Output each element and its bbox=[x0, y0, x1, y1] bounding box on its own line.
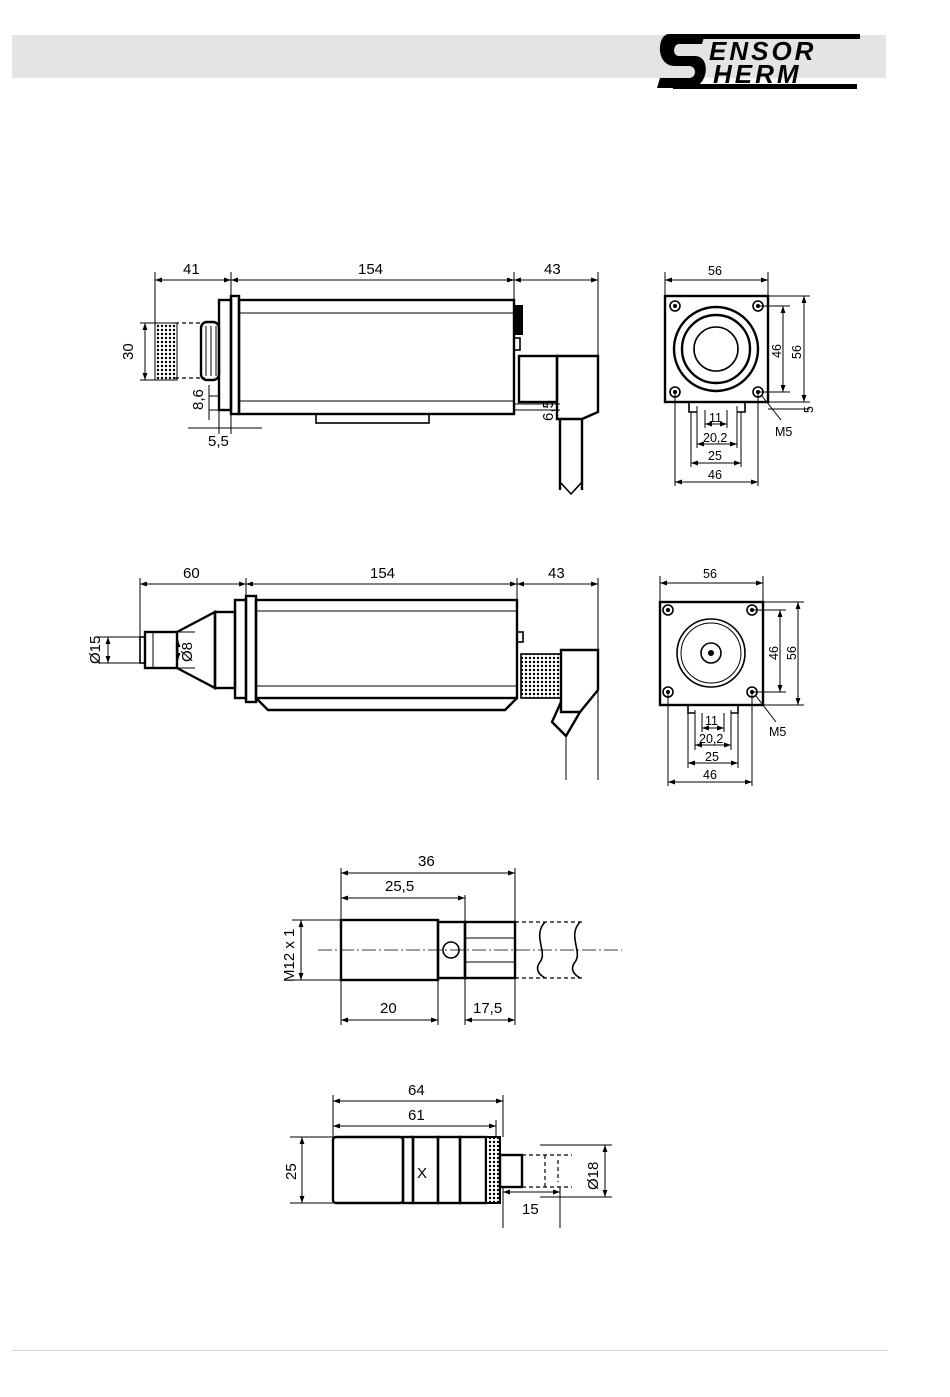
d2f-thread-m5: M5 bbox=[769, 725, 786, 739]
d2-dim-d8: Ø8 bbox=[179, 642, 196, 662]
d1f-dim-5: 5 bbox=[802, 406, 816, 413]
d3-dim-20: 20 bbox=[380, 1000, 397, 1017]
d2-dim-43: 43 bbox=[548, 565, 565, 582]
d1-dim-41: 41 bbox=[183, 261, 200, 278]
d1-dim-6-5: 6,5 bbox=[540, 400, 557, 421]
d2f-dim-46-v: 46 bbox=[767, 646, 781, 660]
d2-dim-d15: Ø15 bbox=[87, 636, 104, 664]
d1-dim-43: 43 bbox=[544, 261, 561, 278]
d1f-thread-m5: M5 bbox=[775, 425, 792, 439]
d4-dim-64: 64 bbox=[408, 1082, 425, 1099]
d1f-dim-56-top: 56 bbox=[708, 264, 722, 278]
d1-dim-154: 154 bbox=[358, 261, 383, 278]
d1f-dim-11: 11 bbox=[709, 411, 722, 425]
drawing1-side-view: 41 154 43 30 bbox=[120, 261, 598, 494]
d1f-dim-46-h: 46 bbox=[708, 468, 722, 482]
d1-dim-30: 30 bbox=[120, 343, 137, 360]
footer-divider bbox=[12, 1350, 888, 1351]
drawing4-d25-sensor: 64 61 X Ø18 25 15 bbox=[283, 1082, 612, 1228]
d1-dim-8-6: 8,6 bbox=[190, 389, 207, 410]
d1f-dim-20-2: 20,2 bbox=[703, 431, 727, 445]
d1f-dim-25: 25 bbox=[708, 449, 722, 463]
drawing2-front-view: 56 46 56 11 20,2 25 46 M bbox=[660, 567, 804, 786]
drawing2-side-view: 60 154 43 Ø15 Ø8 bbox=[87, 565, 598, 780]
d2-dim-60: 60 bbox=[183, 565, 200, 582]
d1f-dim-46-v: 46 bbox=[770, 344, 784, 358]
d2f-dim-56-v: 56 bbox=[785, 646, 799, 660]
drawing3-m12-sensor: 36 25,5 M12 x 1 20 17,5 bbox=[281, 853, 622, 1025]
d2-dim-154: 154 bbox=[370, 565, 395, 582]
d3-dim-25-5: 25,5 bbox=[385, 878, 414, 895]
d4-dim-25: 25 bbox=[283, 1163, 300, 1180]
drawing1-front-view: 56 46 56 5 11 20,2 25 bbox=[665, 264, 816, 486]
d3-dim-17-5: 17,5 bbox=[473, 1000, 502, 1017]
d2f-dim-11: 11 bbox=[705, 714, 718, 728]
d4-mark-x: X bbox=[417, 1165, 427, 1182]
d2f-dim-25: 25 bbox=[705, 750, 719, 764]
d2f-dim-56-top: 56 bbox=[703, 567, 717, 581]
d4-dim-61: 61 bbox=[408, 1107, 425, 1124]
d3-dim-36: 36 bbox=[418, 853, 435, 870]
d1-dim-5-5: 5,5 bbox=[208, 433, 229, 450]
d2f-dim-20-2: 20,2 bbox=[699, 732, 723, 746]
d3-thread-m12x1: M12 x 1 bbox=[281, 929, 298, 982]
d4-dim-d18: Ø18 bbox=[585, 1162, 602, 1190]
d4-dim-15: 15 bbox=[522, 1201, 539, 1218]
d2f-dim-46-h: 46 bbox=[703, 768, 717, 782]
d1f-dim-56-v: 56 bbox=[790, 345, 804, 359]
